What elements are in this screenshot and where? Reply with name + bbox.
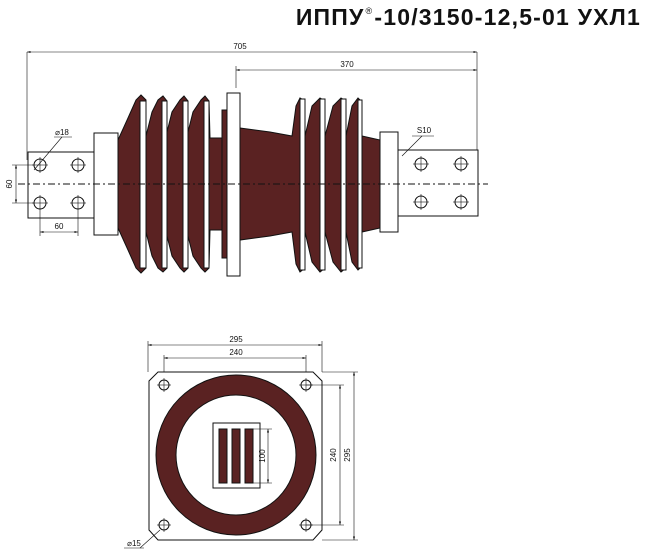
dim-60-h-label: 60 bbox=[55, 222, 64, 231]
mount-hole-bl bbox=[157, 518, 171, 532]
dimension-60-horizontal: 60 bbox=[39, 211, 79, 236]
dim-100-label: 100 bbox=[258, 449, 267, 463]
left-shed-4 bbox=[203, 100, 210, 269]
dim-295-v-label: 295 bbox=[343, 448, 352, 462]
dimension-295-vertical: 295 bbox=[322, 371, 358, 541]
product-title: ИППУ®-10/3150-12,5-01 УХЛ1 bbox=[296, 4, 641, 31]
right-terminal bbox=[397, 149, 479, 217]
hole-diameter-callout: ⌀18 bbox=[33, 128, 72, 171]
dim-60-v-label: 60 bbox=[5, 179, 14, 188]
title-main: ИППУ bbox=[295, 4, 365, 30]
thickness-callout: S10 bbox=[401, 126, 434, 157]
dim-d15-label: ⌀15 bbox=[127, 539, 141, 548]
conductor-bar-3 bbox=[244, 428, 254, 484]
right-shed-1 bbox=[299, 98, 306, 271]
dimension-295-horizontal: 295 bbox=[147, 335, 323, 372]
dimension-370: 370 bbox=[235, 60, 477, 88]
dim-240-v-label: 240 bbox=[329, 448, 338, 462]
registered-mark: ® bbox=[365, 6, 374, 16]
right-collar bbox=[379, 131, 399, 233]
dim-240-h-label: 240 bbox=[229, 348, 243, 357]
dim-s10-label: S10 bbox=[417, 126, 432, 135]
dimension-100: 100 bbox=[253, 428, 272, 484]
conductor-bar-2 bbox=[231, 428, 241, 484]
mount-hole-tl bbox=[157, 378, 171, 392]
conductor-bar-1 bbox=[218, 428, 228, 484]
right-shed-4 bbox=[357, 99, 363, 269]
left-terminal bbox=[27, 151, 95, 219]
mount-hole-callout: ⌀15 bbox=[124, 529, 161, 549]
dim-d18-label: ⌀18 bbox=[55, 128, 69, 137]
side-view: 705 370 bbox=[5, 42, 488, 277]
title-rest: -10/3150-12,5-01 УХЛ1 bbox=[374, 4, 641, 30]
dimension-705: 705 bbox=[26, 42, 478, 160]
dimension-60-vertical: 60 bbox=[5, 164, 34, 204]
front-view: 295 240 bbox=[124, 335, 358, 549]
dimension-240-vertical: 240 bbox=[306, 384, 344, 526]
dim-295-h-label: 295 bbox=[229, 335, 243, 344]
dim-705-label: 705 bbox=[233, 42, 247, 51]
dim-370-label: 370 bbox=[340, 60, 354, 69]
